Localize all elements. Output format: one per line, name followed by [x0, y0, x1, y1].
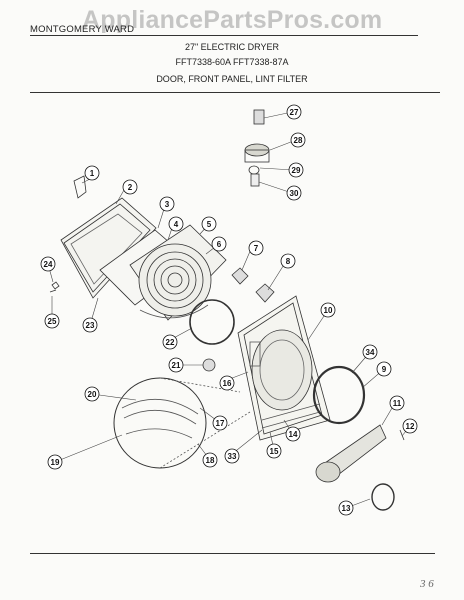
callout-10: 10	[320, 302, 336, 318]
lint-filter-ring	[371, 483, 395, 511]
svg-text:24: 24	[44, 260, 53, 269]
callout-33: 33	[224, 448, 240, 464]
svg-text:27: 27	[290, 108, 299, 117]
svg-text:29: 29	[292, 166, 301, 175]
detail-magnifier-lines	[121, 398, 199, 439]
svg-text:13: 13	[342, 504, 351, 513]
brand-label: MONTGOMERY WARD	[30, 24, 135, 35]
svg-text:15: 15	[270, 447, 279, 456]
svg-text:12: 12	[406, 422, 415, 431]
callout-23: 23	[82, 317, 98, 333]
door-seal-ring	[189, 299, 235, 345]
svg-text:8: 8	[286, 257, 291, 266]
light-lens-part	[202, 358, 216, 372]
lint-duct	[315, 424, 387, 483]
callout-9: 9	[376, 361, 392, 377]
svg-text:4: 4	[174, 220, 179, 229]
callout-17: 17	[212, 415, 228, 431]
callout-18: 18	[202, 452, 218, 468]
svg-text:21: 21	[172, 361, 181, 370]
callout-3: 3	[159, 196, 175, 212]
callout-28: 28	[290, 132, 306, 148]
svg-text:23: 23	[86, 321, 95, 330]
watermark-text: AppliancePartsPros.com	[82, 6, 383, 34]
callout-group: 1 2 3 4 5 6 7 8 9 10 11 12 13 14 15 16 1…	[40, 104, 418, 516]
svg-text:1: 1	[90, 169, 95, 178]
model-numbers: FFT7338-60A FFT7338-87A	[175, 57, 289, 67]
callout-16: 16	[219, 375, 235, 391]
callout-1: 1	[84, 165, 100, 181]
callout-2: 2	[122, 179, 138, 195]
callout-27: 27	[286, 104, 302, 120]
header-rule	[30, 35, 418, 36]
callout-34: 34	[362, 344, 378, 360]
callout-24: 24	[40, 256, 56, 272]
callout-25: 25	[44, 313, 60, 329]
svg-text:10: 10	[324, 306, 333, 315]
callout-8: 8	[280, 253, 296, 269]
svg-text:28: 28	[294, 136, 303, 145]
door-stop-part	[49, 281, 60, 293]
svg-text:16: 16	[223, 379, 232, 388]
callout-29: 29	[288, 162, 304, 178]
svg-text:25: 25	[48, 317, 57, 326]
product-title: 27" ELECTRIC DRYER	[184, 42, 280, 52]
detail-magnifier-circle	[113, 377, 207, 469]
svg-text:2: 2	[128, 183, 133, 192]
svg-text:7: 7	[254, 244, 259, 253]
svg-text:33: 33	[228, 452, 237, 461]
door-catch-part	[231, 267, 249, 285]
callout-19: 19	[47, 454, 63, 470]
svg-text:14: 14	[289, 430, 298, 439]
svg-text:17: 17	[216, 419, 225, 428]
svg-text:22: 22	[166, 338, 175, 347]
callout-6: 6	[211, 236, 227, 252]
callout-7: 7	[248, 240, 264, 256]
svg-text:34: 34	[366, 348, 375, 357]
door-hinge-part	[73, 175, 87, 199]
callout-22: 22	[162, 334, 178, 350]
screw-part	[399, 429, 405, 441]
door-strike-part	[255, 283, 275, 303]
callout-4: 4	[168, 216, 184, 232]
front-seal-ring	[312, 365, 366, 425]
section-title: DOOR, FRONT PANEL, LINT FILTER	[156, 74, 308, 84]
callout-14: 14	[285, 426, 301, 442]
callout-12: 12	[402, 418, 418, 434]
top-small-parts	[244, 109, 270, 187]
callout-5: 5	[201, 216, 217, 232]
callout-11: 11	[389, 395, 405, 411]
corner-handwritten-note: 3 6	[420, 578, 434, 590]
callout-15: 15	[266, 443, 282, 459]
front-panel	[237, 295, 331, 441]
callout-13: 13	[338, 500, 354, 516]
callout-20: 20	[84, 386, 100, 402]
svg-text:18: 18	[206, 456, 215, 465]
footer-rule	[30, 553, 435, 554]
svg-text:9: 9	[382, 365, 387, 374]
svg-text:11: 11	[393, 399, 402, 408]
callout-21: 21	[168, 357, 184, 373]
svg-text:30: 30	[290, 189, 299, 198]
svg-text:20: 20	[88, 390, 97, 399]
callout-30: 30	[286, 185, 302, 201]
section-rule	[30, 92, 440, 93]
svg-text:19: 19	[51, 458, 60, 467]
svg-text:5: 5	[207, 220, 212, 229]
door-panel	[60, 197, 157, 299]
svg-text:3: 3	[165, 200, 170, 209]
svg-text:6: 6	[217, 240, 222, 249]
inner-door-grille-panel	[129, 224, 227, 321]
